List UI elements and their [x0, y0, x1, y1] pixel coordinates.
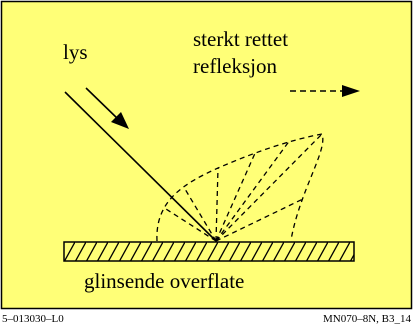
reflection-label-line1: sterkt rettet: [193, 29, 288, 50]
footer-left-code: 5–013030–L0: [2, 314, 64, 325]
footer-right-code: MN070–8N, B3_14: [323, 314, 411, 325]
reflective-surface: [64, 242, 354, 261]
reflection-label-line2: refleksjon: [193, 56, 277, 77]
light-label: lys: [63, 42, 88, 63]
surface-label: glinsende overflate: [84, 271, 244, 292]
